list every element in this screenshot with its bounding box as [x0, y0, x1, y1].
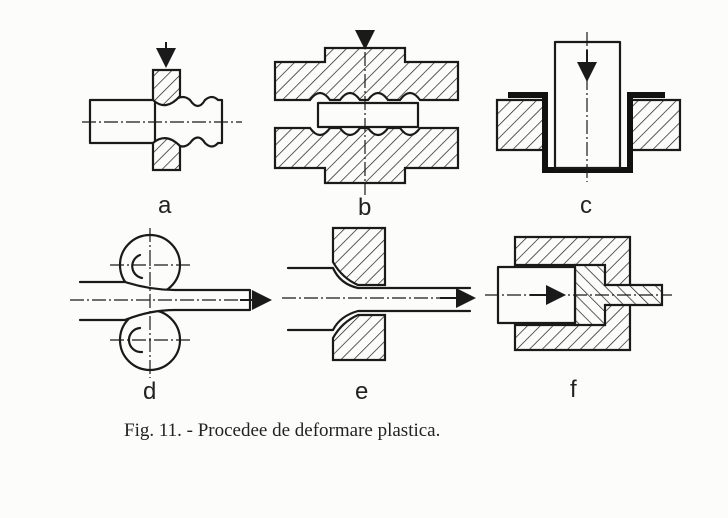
panel-a-forging — [82, 42, 242, 172]
panel-f-label: f — [570, 376, 577, 403]
panel-b-lower-die — [273, 126, 460, 185]
panel-f-extrusion — [485, 235, 672, 352]
panel-c-label: c — [580, 192, 592, 219]
panel-a-label: a — [158, 192, 172, 219]
panel-d-lower-rotation-icon — [127, 326, 144, 354]
panel-b-die-forging — [273, 30, 460, 195]
panel-e-wire-drawing — [282, 226, 476, 362]
panel-d-rolling — [70, 228, 272, 378]
panel-b-upper-die — [273, 46, 460, 102]
panel-b-workpiece — [316, 101, 420, 129]
panel-c-deep-drawing — [495, 32, 682, 182]
panel-c-left-die — [495, 98, 547, 152]
panel-e-workpiece — [286, 266, 472, 332]
panel-d-upper-rotation-icon — [131, 253, 144, 280]
panel-b-label: b — [358, 194, 372, 221]
figure-caption: Fig. 11. - Procedee de deformare plastic… — [124, 420, 441, 441]
panel-a-upper-die — [151, 68, 182, 107]
panel-e-lower-die — [331, 313, 387, 362]
panel-e-upper-die — [331, 226, 387, 287]
panel-c-right-die — [628, 98, 682, 152]
panel-d-label: d — [143, 378, 157, 405]
panel-a-lower-die — [151, 137, 182, 172]
panel-e-label: e — [355, 378, 369, 405]
